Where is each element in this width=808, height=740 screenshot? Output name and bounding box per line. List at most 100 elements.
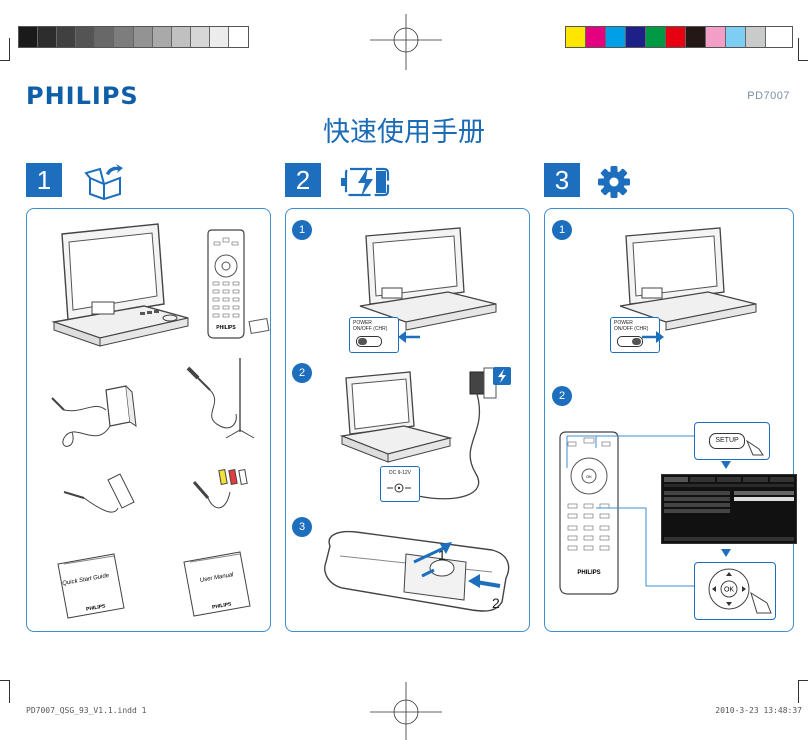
av-cable-illustration: [192, 469, 248, 509]
substep-badge-2: 2: [552, 386, 572, 406]
registration-mark-top: [370, 14, 442, 70]
color-swatch: [229, 27, 249, 47]
dvd-player-illustration: [51, 223, 189, 347]
power-plug-badge: [493, 367, 511, 385]
menu-tab[interactable]: [690, 477, 715, 482]
color-swatch: [566, 27, 586, 47]
user-manual-booklet: User Manual PHILIPS: [183, 551, 251, 617]
trim-mark: [0, 60, 10, 61]
svg-text:OK: OK: [586, 474, 592, 479]
power-label: POWER: [614, 320, 633, 326]
trim-mark: [0, 680, 10, 681]
ok-button[interactable]: OK: [724, 587, 734, 594]
power-on-off-label: ON/OFF (CHR): [353, 326, 388, 332]
substep-badge-1: 1: [292, 220, 312, 240]
dc-input-label: DC 9-12V: [389, 470, 411, 476]
trim-mark: [798, 38, 799, 60]
battery-arrow-label-2: 2: [492, 595, 500, 611]
footer-file-name: PD7007_QSG_93_V1.1.indd 1: [26, 706, 147, 715]
menu-tab[interactable]: [769, 477, 795, 482]
navigation-pad-callout: OK: [694, 562, 776, 620]
trim-mark: [798, 681, 799, 703]
battery-arrow-label-1: 1: [438, 547, 446, 563]
power-label: POWER: [353, 320, 372, 326]
color-swatch: [586, 27, 606, 47]
color-swatch: [606, 27, 626, 47]
power-slide-switch[interactable]: [617, 336, 643, 347]
car-adapter-illustration: [63, 473, 135, 513]
color-swatch: [686, 27, 706, 47]
page-title: 快速使用手册: [323, 117, 485, 148]
setup-button-callout: SETUP: [694, 422, 770, 460]
pointing-hand-icon: [745, 439, 764, 456]
power-switch-callout: POWER ON/OFF (CHR): [349, 317, 399, 353]
step-badge-3: 3: [544, 163, 580, 197]
footer-timestamp: 2010-3-23 13:48:37: [715, 706, 802, 715]
panel-charging: [285, 208, 530, 632]
color-swatch: [209, 27, 230, 47]
color-swatch: [666, 27, 686, 47]
remote-control-illustration: PHILIPS: [207, 229, 270, 339]
substep-badge-2: 2: [292, 363, 312, 383]
user-manual-label: User Manual: [200, 572, 235, 584]
step-badge-2: 2: [285, 163, 321, 197]
booklet-brand: PHILIPS: [212, 601, 233, 610]
settings-gear-icon: [598, 166, 630, 198]
unbox-icon: [84, 164, 123, 200]
panel-box-contents: [26, 208, 271, 632]
menu-tab[interactable]: [743, 477, 768, 482]
color-swatch: [726, 27, 746, 47]
battery-charge-icon: [341, 167, 390, 197]
menu-tab[interactable]: [664, 477, 689, 482]
navigation-pad[interactable]: OK: [695, 563, 775, 619]
slide-left-arrow-icon: [398, 331, 420, 343]
trim-mark: [9, 681, 10, 703]
booklet-brand: PHILIPS: [86, 603, 107, 612]
setup-menu-screen: [661, 474, 797, 544]
step-badge-1: 1: [26, 163, 62, 197]
microphone-illustration: [186, 358, 255, 439]
grayscale-bar: [18, 26, 249, 48]
power-switch-callout: POWER ON/OFF (CHR): [610, 317, 660, 353]
dc-input-callout: DC 9-12V: [380, 466, 420, 502]
player-power-switch-illustration: [359, 227, 497, 331]
power-adapter-illustration: [51, 385, 137, 447]
trim-mark: [9, 38, 10, 60]
color-swatch: [38, 27, 58, 47]
color-swatch: [190, 27, 210, 47]
player-charging-illustration: [340, 371, 453, 463]
power-on-off-label: ON/OFF (CHR): [614, 326, 649, 332]
color-swatch: [114, 27, 134, 47]
down-arrow-icon: [721, 549, 731, 557]
quick-start-guide-booklet: Quick Start Guide PHILIPS: [57, 553, 125, 619]
power-slide-switch[interactable]: [356, 336, 382, 347]
remote-control-setup-illustration: OK PHILIPS: [559, 431, 619, 595]
trim-mark: [798, 680, 808, 681]
color-swatch: [152, 27, 172, 47]
callout-connector-lines: [566, 435, 694, 587]
registration-mark-bottom: [370, 682, 442, 740]
substep-badge-1: 1: [552, 220, 572, 240]
color-swatch: [76, 27, 96, 47]
color-swatch: [646, 27, 666, 47]
color-swatch: [171, 27, 191, 47]
slide-right-arrow-icon: [642, 331, 664, 343]
color-swatch: [706, 27, 726, 47]
remote-brand-label: PHILIPS: [577, 570, 600, 576]
substep-badge-3: 3: [292, 517, 312, 537]
color-swatch: [19, 27, 39, 47]
color-bar: [565, 26, 793, 48]
charger-cable-illustration: [417, 367, 497, 500]
color-swatch: [95, 27, 115, 47]
player-power-on-illustration: [619, 227, 757, 331]
setup-button[interactable]: SETUP: [709, 433, 745, 449]
model-number: PD7007: [747, 90, 790, 102]
remote-battery-insertion-illustration: 1 2: [324, 530, 510, 612]
color-swatch: [133, 27, 153, 47]
brand-logo: PHILIPS: [26, 82, 139, 110]
menu-tab[interactable]: [716, 477, 742, 482]
color-swatch: [746, 27, 766, 47]
panel-setup: [544, 208, 794, 632]
color-swatch: [766, 27, 786, 47]
down-arrow-icon: [721, 461, 731, 469]
